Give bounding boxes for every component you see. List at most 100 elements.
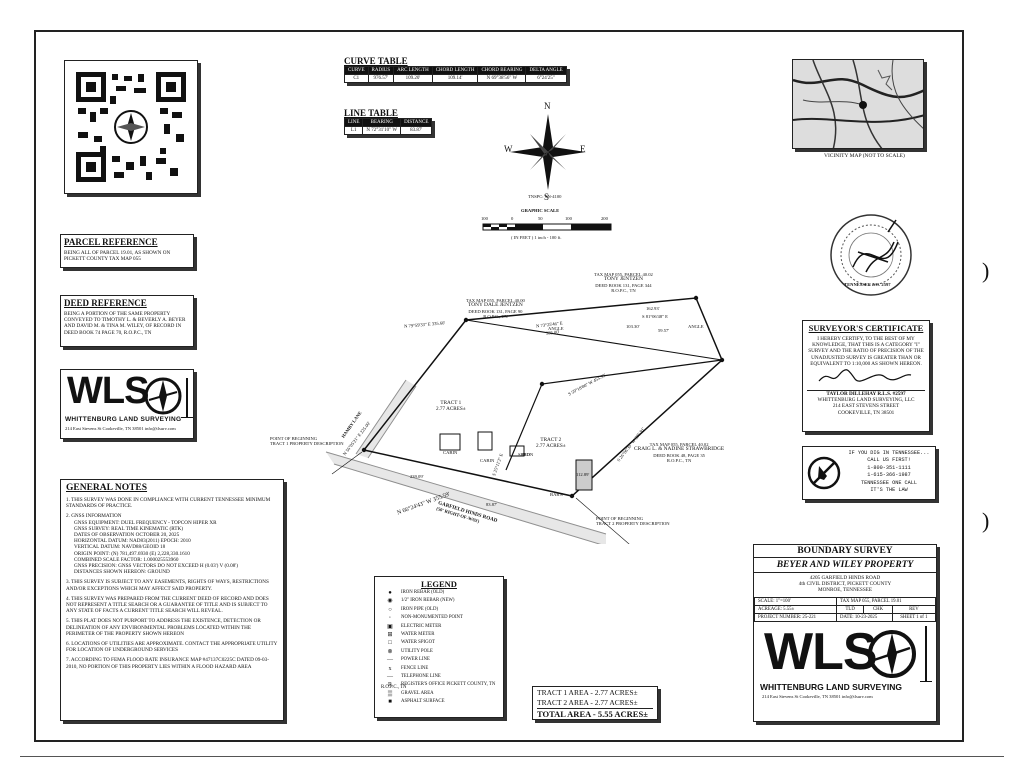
bearing-cell: N 72°31'10" W xyxy=(362,126,402,135)
logo-address: 214 East Stevens St Cookeville, TN 38501… xyxy=(65,426,176,431)
page-edge xyxy=(20,756,1004,757)
property-addr1: 4205 GARFIELD HINDS ROAD xyxy=(809,575,881,581)
pob2-label: POINT OF BEGINNING xyxy=(596,516,644,521)
surveyor-body: I HEREBY CERTIFY, TO THE BEST OF MY KNOW… xyxy=(808,336,924,367)
scale-note: ( IN FEET ) 1 inch - 100 ft. xyxy=(511,235,562,240)
note-gnss-line: COMBINED SCALE FACTOR: 1.000025553960 xyxy=(74,556,179,563)
owner1-line: TAX MAP 055, PARCEL 40.00 xyxy=(466,298,525,303)
note-gnss-line: GNSS PRECISION: GNSS VECTORS DO NOT EXCE… xyxy=(74,563,238,570)
pob2-group: POINT OF BEGINNING TRACT 2 PROPERTY DESC… xyxy=(596,516,670,527)
parcel-body: BEING ALL OF PARCEL 19.01, AS SHOWN ON P… xyxy=(64,250,171,263)
shed-label: SHED xyxy=(518,452,530,457)
property-name: BEYER AND WILEY PROPERTY xyxy=(754,558,936,573)
legend-label: ELECTRIC METER xyxy=(401,623,442,629)
plat-sheet: CURVE TABLE CURVE RADIUS ARC LENGTH CHOR… xyxy=(34,30,964,742)
iron-label: IRON xyxy=(522,452,534,457)
pob2-sub: TRACT 2 PROPERTY DESCRIPTION xyxy=(596,521,670,527)
tract1-label: TRACT 1 xyxy=(440,400,462,406)
legend-symbol-icon: ⊞ xyxy=(387,632,393,639)
distance-label-2: 83.87' xyxy=(486,502,498,507)
total-area: TOTAL AREA - 5.55 ACRES± xyxy=(537,709,648,719)
company-logo-small: WLS WHITTENBURG LAND SURVEYING 214 East … xyxy=(60,369,194,439)
legend-label: NON-MONUMENTED POINT xyxy=(401,615,463,621)
surveyor-tripod-icon xyxy=(181,378,193,418)
one-call-line1: IF YOU DIG IN TENNESSEE... xyxy=(848,450,930,456)
legend-symbol-icon: □ xyxy=(388,640,392,647)
arc-cell: 109.20' xyxy=(393,74,433,83)
seal-icon xyxy=(830,214,912,296)
qr-code-box xyxy=(64,60,198,194)
note-1: 1. THIS SURVEY WAS DONE IN COMPLIANCE WI… xyxy=(66,497,271,510)
date-cell: DATE: 10-23-2025 xyxy=(836,612,893,622)
project-cell: PROJECT NUMBER: 25-221 xyxy=(753,612,838,622)
acreage-cell: ACREAGE: 5.55± xyxy=(753,604,838,614)
curve-table-title: CURVE TABLE xyxy=(344,56,408,66)
chord-bearing-cell: N 69°38'56" W xyxy=(477,74,527,83)
note-gnss-line: DATES OF OBSERVATION OCTOBER 20, 2025 xyxy=(74,532,180,539)
one-call-line2: CALL US FIRST! xyxy=(867,457,911,464)
legend-symbol-icon: ○ xyxy=(388,606,392,613)
legend-symbol-icon: ▣ xyxy=(387,623,393,630)
legend-symbol-icon: ⊗ xyxy=(387,648,393,655)
one-call-line5: TENNESSEE ONE CALL xyxy=(860,479,918,486)
sheet-cell: SHEET 1 of 1 xyxy=(891,612,937,622)
no-dig-icon xyxy=(807,456,841,490)
surveyor-city: COOKEVILLE, TN 38501 xyxy=(837,409,895,416)
chord-length-col: CHORD LENGTH xyxy=(431,66,479,75)
surveyor-title: SURVEYOR'S CERTIFICATE xyxy=(808,323,924,333)
property-addr2: 4th CIVIL DISTRICT, PICKETT COUNTY xyxy=(798,581,892,588)
seal-text: TENNESSEE NO. 2597 xyxy=(844,282,891,287)
title-logo-address: 214 East Stevens St Cookeville, TN 38501… xyxy=(762,693,873,699)
owner1-deed: DEED BOOK 131, PAGE 90 xyxy=(468,308,523,314)
compass-rose-icon xyxy=(510,114,586,190)
pob1-sub: TRACT 1 PROPERTY DESCRIPTION xyxy=(270,441,344,447)
one-call-line3: 1-800-351-1111 xyxy=(867,464,911,471)
drawn-cell: TLD xyxy=(836,604,865,614)
scale-tick: 100 xyxy=(481,216,488,221)
legend: LEGEND ●IRON REBAR (OLD)◉1/2" IRON REBAR… xyxy=(374,576,504,718)
owner2-line: TAX MAP 055, PARCEL 40.02 xyxy=(594,272,653,277)
legend-item: ▒GRAVEL AREA xyxy=(379,690,499,698)
vicinity-note: (NOT TO SCALE) xyxy=(862,153,905,159)
owner2-deed: DEED BOOK 131, PAGE 344 xyxy=(595,282,652,288)
scale-tick: 50 xyxy=(538,216,543,221)
owner3-rop: R.O.P.C., TN xyxy=(666,458,692,464)
qr-code-icon xyxy=(76,72,186,182)
owner1-group: TAX MAP 055, PARCEL 40.00 TONY DALE JENT… xyxy=(466,298,525,320)
north-arrow: N S E W xyxy=(504,101,590,204)
scale-cell: SCALE: 1"=100' xyxy=(753,596,838,606)
bearing-col: BEARING xyxy=(362,118,402,127)
legend-symbol-icon: ◦ xyxy=(388,615,392,622)
signature-icon xyxy=(818,369,912,382)
distance-label-3: 112.89' xyxy=(576,472,590,477)
general-notes-title: GENERAL NOTES xyxy=(66,483,148,493)
legend-label: REGISTER'S OFFICE PICKETT COUNTY, TN xyxy=(401,682,496,688)
owner3-deed: DEED BOOK 48, PAGE 35 xyxy=(653,452,705,458)
legend-label: WATER SPIGOT xyxy=(401,640,435,646)
distance-col: DISTANCE xyxy=(400,118,433,127)
legend-symbol-icon: ▒ xyxy=(387,690,393,697)
legend-item: —POWER LINE xyxy=(379,656,499,664)
line-table-title: LINE TABLE xyxy=(344,108,398,118)
title-logo-name: WHITTENBURG LAND SURVEYING xyxy=(760,681,902,692)
legend-label: TELEPHONE LINE xyxy=(401,674,441,680)
property-addr3: MONROE, TENNESSEE xyxy=(817,587,873,594)
deed-reference: DEED REFERENCE BEING A PORTION OF THE SA… xyxy=(60,295,194,347)
legend-list: ●IRON REBAR (OLD)◉1/2" IRON REBAR (NEW)○… xyxy=(379,589,499,707)
tract1-label-group: TRACT 1 2.77 ACRES± xyxy=(436,400,466,412)
datum-label: TNSPC: TN-4100 xyxy=(528,194,562,199)
note-gnss-line: VERTICAL DATUM: NAVD88/GEOID 18 xyxy=(74,544,166,551)
title-logo-letters: WLS xyxy=(764,622,878,681)
note-4: 4. THIS SURVEY WAS PREPARED FROM THE CUR… xyxy=(66,595,269,615)
note-5: 5. THIS PLAT DOES NOT PURPORT TO ADDRESS… xyxy=(66,618,261,637)
legend-label: 1/2" IRON REBAR (NEW) xyxy=(401,598,455,604)
west-label: W xyxy=(504,144,513,154)
angle-label-2: ANGLE xyxy=(688,324,704,329)
south-label: S xyxy=(544,192,550,202)
legend-symbol-icon: x xyxy=(388,665,392,672)
logo-name: WHITTENBURG LAND SURVEYING xyxy=(65,416,182,423)
arc-col: ARC LENGTH xyxy=(393,66,433,75)
note-2: 2. GNSS INFORMATION xyxy=(66,513,122,520)
note-6: 6. LOCATIONS OF UTILITIES ARE APPROXIMAT… xyxy=(66,641,278,654)
